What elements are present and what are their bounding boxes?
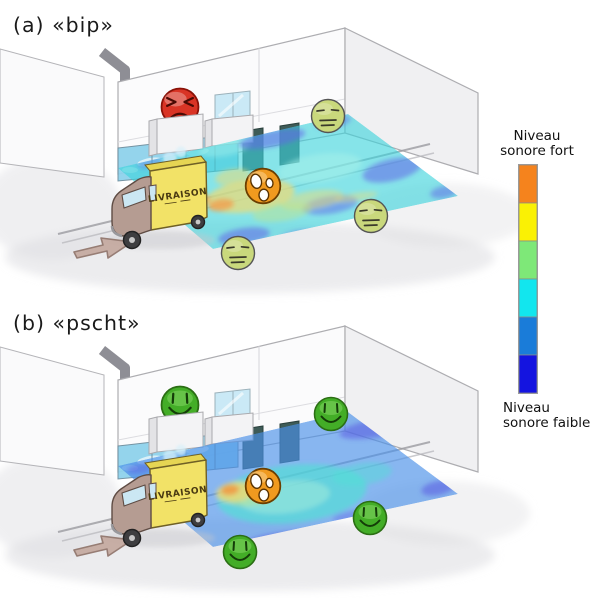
noise-map-blobs — [137, 115, 458, 245]
happy-face — [352, 500, 388, 536]
happy-face — [313, 396, 349, 432]
legend-bottom-label-line1: Niveau — [503, 400, 550, 416]
neutral-face — [353, 198, 389, 234]
legend-top-label-line2: sonore fort — [500, 143, 574, 159]
surprised-face — [244, 467, 282, 505]
neutral-face — [220, 235, 256, 271]
colorbar-segment — [518, 278, 538, 318]
colorbar-segment — [518, 316, 538, 356]
scene-a: (a) «bip» — [0, 13, 530, 293]
scene-b: (b) «pscht» — [0, 311, 530, 591]
scene-b-title: (b) «pscht» — [13, 311, 141, 335]
legend-top-label-line1: Niveau — [514, 128, 561, 144]
surprised-face — [244, 167, 282, 205]
balcony-box — [148, 411, 204, 455]
happy-face — [222, 534, 258, 570]
legend: Niveau sonore fort Niveau sonore faible — [500, 128, 590, 431]
scene-a-title: (a) «bip» — [13, 13, 114, 37]
neutral-face — [310, 98, 346, 134]
legend-bottom-label-line2: sonore faible — [503, 415, 590, 431]
balcony-box — [148, 113, 204, 157]
colorbar-segment — [518, 240, 538, 280]
colorbar-border — [518, 164, 538, 394]
colorbar-segment-loud — [518, 164, 538, 204]
colorbar-segment-quiet — [518, 354, 538, 394]
colorbar — [518, 164, 538, 394]
colorbar-segment — [518, 202, 538, 242]
